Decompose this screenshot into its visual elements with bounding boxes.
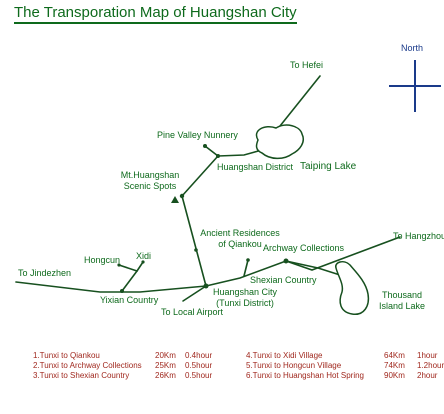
label-tunxi: Huangshan City (Tunxi District) — [212, 287, 278, 308]
label-qiankou: Ancient Residences of Qiankou — [200, 228, 280, 249]
label-to-hangzhou: To Hangzhou — [393, 231, 444, 241]
road-archway-spur — [243, 259, 249, 277]
compass-arrows — [389, 60, 441, 112]
node-shexian — [283, 258, 289, 264]
label-huangshan-district: Huangshan District — [217, 162, 294, 172]
label-pine-valley: Pine Valley Nunnery — [157, 130, 238, 140]
map-title: The Transporation Map of Huangshan City — [14, 4, 297, 24]
road-to-hangzhou — [285, 236, 401, 271]
node-pine-valley — [203, 144, 207, 148]
label-hongcun: Hongcun — [84, 255, 121, 265]
road-scenic-to-tunxi — [181, 195, 207, 287]
road-to-airport — [182, 285, 207, 302]
node-yixian — [120, 289, 124, 293]
compass-north-label: North — [401, 43, 424, 53]
node-xidi — [141, 260, 145, 264]
label-thousand-island-lake: Thousand Island Lake — [378, 290, 426, 311]
road-tunxi-to-jindezhen — [15, 281, 207, 293]
thousand-island-lake-shape — [335, 260, 370, 315]
label-archway-collections: Archway Collections — [263, 243, 345, 253]
label-yixian: Yixian Country — [100, 295, 159, 305]
label-to-jindezhen: To Jindezhen — [18, 268, 72, 278]
road-tunxi-to-shexian — [205, 260, 287, 287]
mountain-marker — [171, 196, 179, 203]
label-to-local-airport: To Local Airport — [161, 307, 224, 317]
label-shexian: Shexian Country — [250, 275, 317, 285]
label-taiping-lake: Taiping Lake — [300, 161, 357, 172]
label-to-hefei: To Hefei — [290, 60, 324, 70]
taiping-lake-shape — [255, 124, 304, 160]
node-scenic — [179, 193, 185, 199]
node-tunxi — [203, 283, 209, 289]
road-huangshan-district-to-scenic — [181, 155, 219, 197]
road-to-hongcun-xidi — [121, 270, 138, 292]
road-to-thousand-island — [285, 260, 341, 276]
road-pine-valley — [204, 145, 219, 157]
label-xidi: Xidi — [136, 251, 152, 261]
road-hongcun-branch — [118, 264, 138, 272]
road-lake-to-huangshan-district — [217, 149, 263, 157]
node-archway — [246, 258, 250, 262]
node-qiankou — [194, 248, 198, 252]
node-huangshan-district — [216, 154, 220, 158]
node-hongcun — [117, 263, 121, 267]
road-xidi-branch — [136, 261, 144, 272]
label-mt-huangshan: Mt.Huangshan Scenic Spots — [120, 170, 180, 191]
